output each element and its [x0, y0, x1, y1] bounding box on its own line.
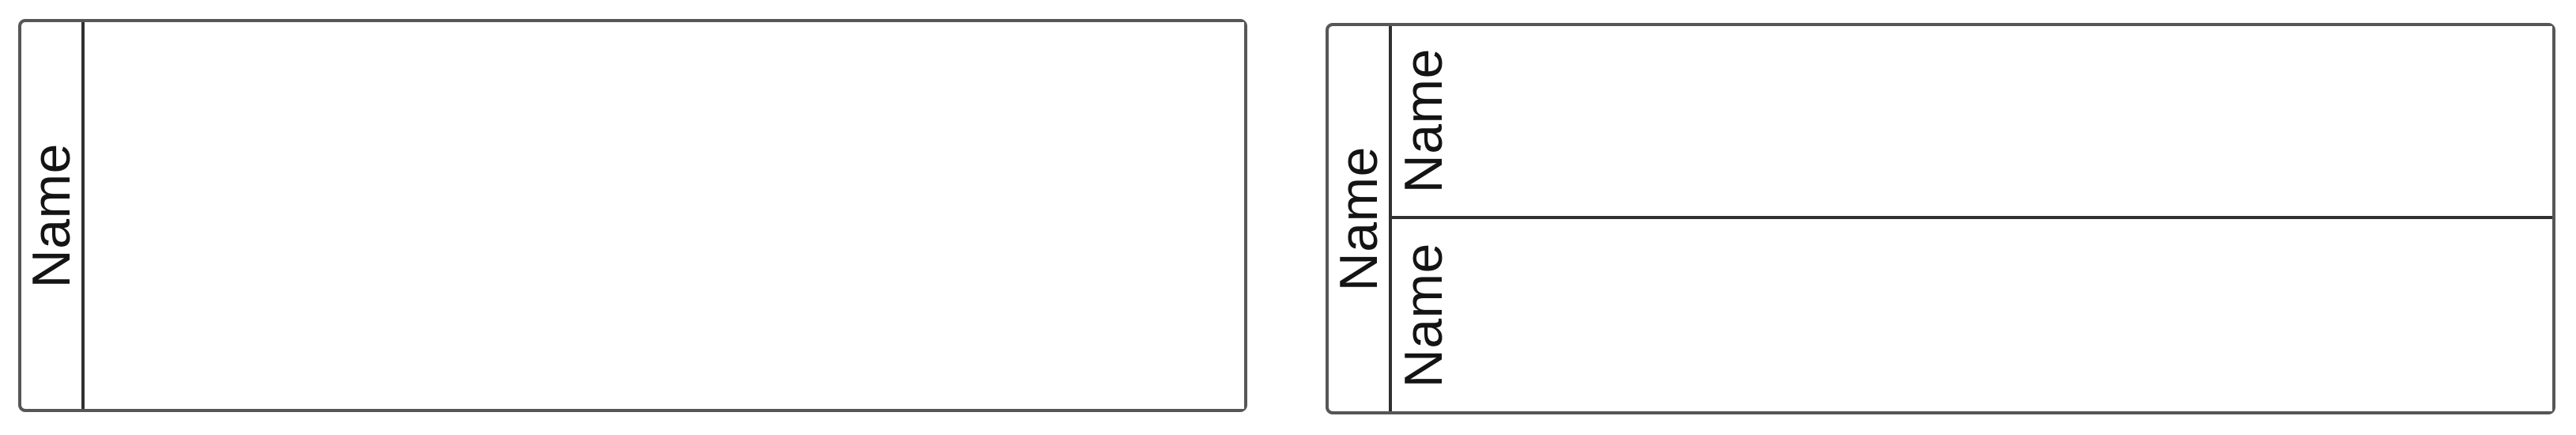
right-class-box-rows: Name Name	[1392, 26, 2552, 411]
right-class-box-name-label: Name	[1329, 146, 1389, 292]
right-class-box-name-column: Name	[1329, 26, 1392, 411]
right-class-box-row-1-name-label: Name	[1394, 48, 1454, 194]
right-class-box: Name Name Name	[1326, 23, 2555, 414]
left-class-box-body	[85, 22, 1244, 409]
left-class-box: Name	[18, 19, 1247, 412]
left-class-box-name-column: Name	[21, 22, 85, 409]
right-class-box-row-1-label-wrap: Name	[1392, 48, 1454, 194]
left-class-box-name-label: Name	[21, 142, 81, 289]
right-class-box-row-2: Name	[1392, 219, 2552, 411]
right-class-box-row-2-label-wrap: Name	[1392, 242, 1454, 388]
right-class-box-row-2-name-label: Name	[1394, 242, 1454, 388]
right-class-box-row-1: Name	[1392, 26, 2552, 219]
